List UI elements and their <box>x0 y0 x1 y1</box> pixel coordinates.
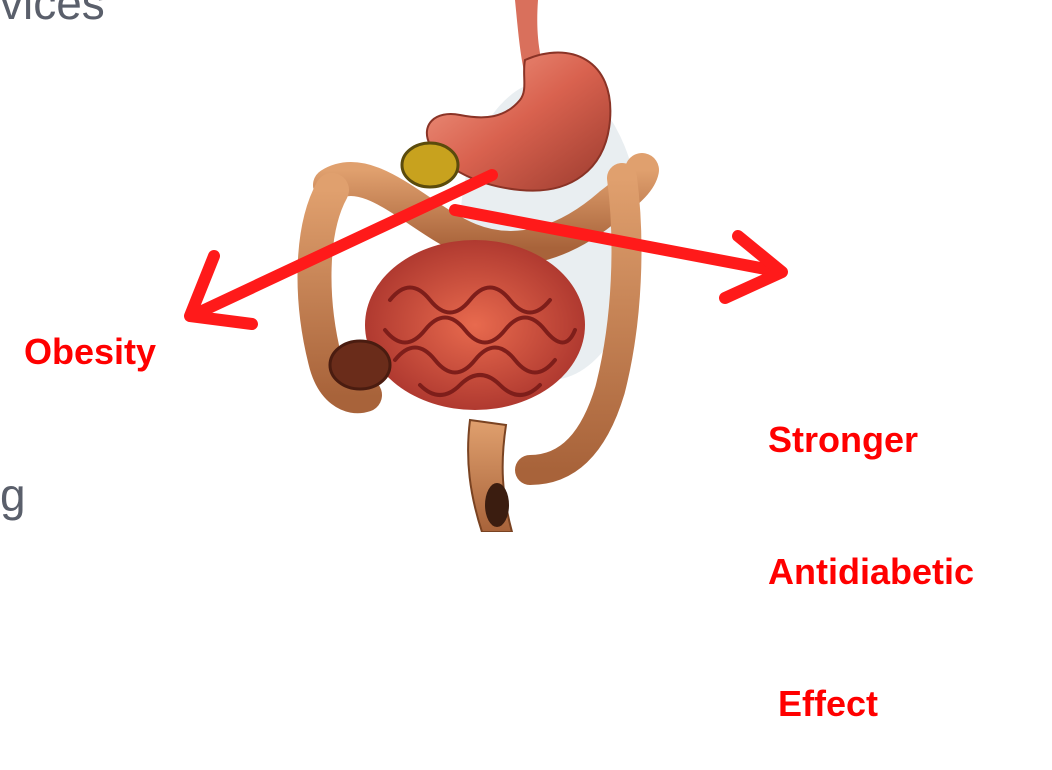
label-right-line-1: Stronger <box>768 418 974 462</box>
cecum-shape <box>330 341 390 389</box>
rectum-opening <box>485 483 509 527</box>
label-stronger-antidiabetic-effect: Stronger Antidiabetic Effect <box>768 330 974 770</box>
label-right-line-2: Antidiabetic <box>768 550 974 594</box>
digestive-system-illustration <box>270 0 690 532</box>
cropped-slide-text-bottom: g <box>0 472 26 518</box>
cropped-slide-text-top: vices <box>0 0 105 26</box>
small-intestine-shape <box>365 240 585 410</box>
label-obesity: Obesity <box>24 330 156 374</box>
gallbladder-shape <box>402 143 458 187</box>
label-right-line-3: Effect <box>768 682 974 726</box>
